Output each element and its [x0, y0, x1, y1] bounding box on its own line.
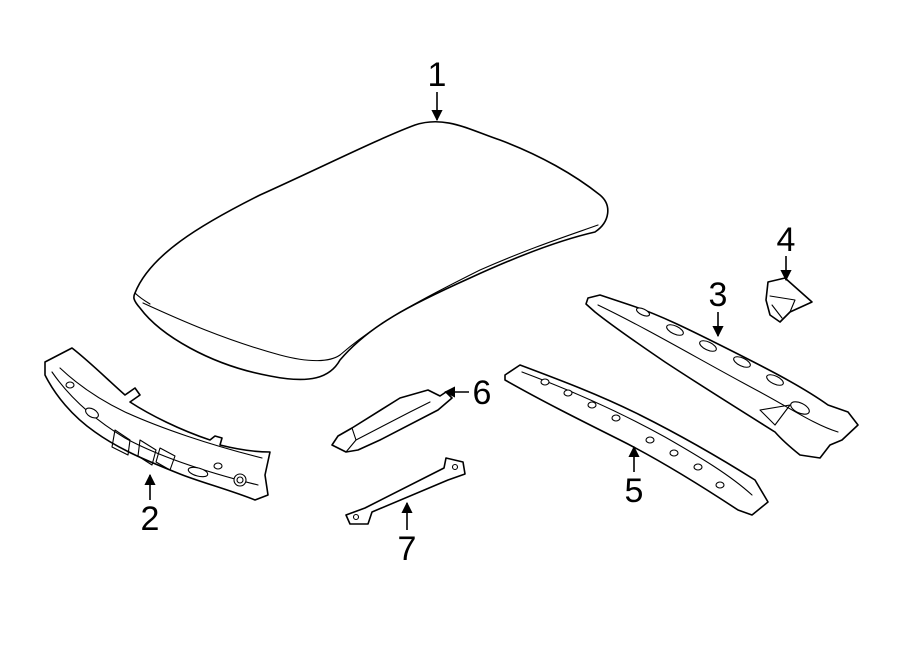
callout-2: 2	[141, 500, 160, 538]
callout-7: 7	[398, 530, 417, 568]
callout-3: 3	[709, 276, 728, 314]
roof-panel-part	[133, 120, 609, 381]
rear-header-panel-part	[585, 294, 859, 459]
reinforcement-part	[331, 389, 453, 453]
callout-5: 5	[625, 472, 644, 510]
callout-4: 4	[777, 221, 796, 259]
strap-part	[345, 457, 466, 525]
roof-bow-part	[504, 364, 769, 516]
front-header-panel-part	[44, 347, 271, 501]
callout-6: 6	[473, 374, 492, 412]
bracket-part	[765, 277, 813, 323]
callout-1: 1	[428, 56, 447, 94]
